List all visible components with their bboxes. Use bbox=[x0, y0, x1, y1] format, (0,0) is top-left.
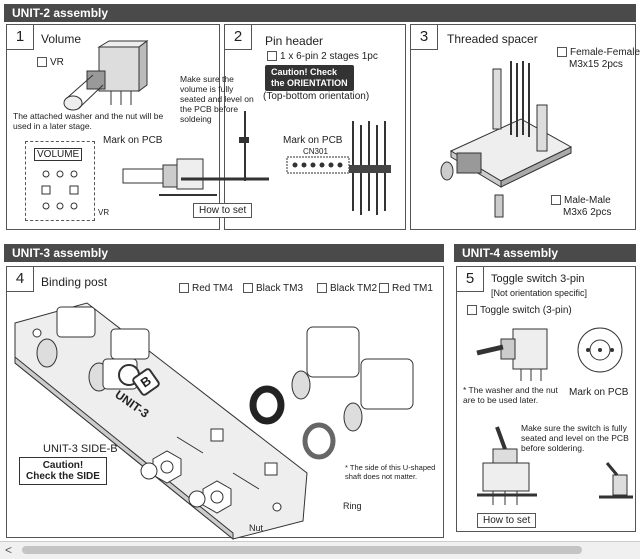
panel-binding-post: 4 Binding post Red TM4 Black TM3 Black T… bbox=[6, 266, 444, 541]
black-tm3-check[interactable]: Black TM3 bbox=[243, 283, 303, 294]
unit4-header: UNIT-4 assembly bbox=[454, 244, 636, 262]
panel-volume: 1 Volume VR The attached washer and the … bbox=[6, 24, 220, 230]
step-title: Pin header bbox=[265, 34, 324, 48]
step-title: Toggle switch 3-pin bbox=[491, 273, 585, 285]
scrollbar-thumb[interactable] bbox=[22, 546, 582, 554]
orientation-subtitle: [Not orientation specific] bbox=[491, 288, 588, 298]
orientation-note: (Top-bottom orientation) bbox=[263, 91, 370, 102]
step-title: Binding post bbox=[41, 275, 108, 289]
pad-pattern bbox=[41, 170, 79, 210]
binding-post-plate-illustration bbox=[14, 302, 414, 541]
orientation-caution: Caution! Check the ORIENTATION bbox=[265, 65, 354, 91]
side-b-label: UNIT-3 SIDE-B bbox=[43, 443, 118, 455]
checkbox-icon[interactable] bbox=[551, 195, 561, 206]
volume-pot-illustration bbox=[63, 40, 149, 111]
step-number: 4 bbox=[6, 266, 34, 292]
step-title: Threaded spacer bbox=[447, 32, 538, 46]
side-caution-badge: Caution! Check the SIDE bbox=[19, 457, 107, 485]
step-number: 1 bbox=[6, 24, 34, 50]
panel-threaded-spacer: 3 Threaded spacer Female-Female M3x15 2p… bbox=[410, 24, 640, 230]
horizontal-scrollbar[interactable]: < bbox=[0, 541, 640, 559]
toggle-check[interactable]: Toggle switch (3-pin) bbox=[467, 305, 572, 316]
pin-header-check[interactable]: 1 x 6-pin 2 stages 1pc bbox=[267, 51, 378, 62]
toggle-switch-illustration bbox=[476, 328, 548, 381]
spacer-assembly-illustration bbox=[440, 61, 573, 218]
pcb-mark-box: VOLUME VR bbox=[25, 141, 109, 221]
checkbox-icon[interactable] bbox=[267, 51, 277, 62]
pin-header-illustration bbox=[349, 121, 391, 215]
ff-spacer-spec: M3x15 2pcs bbox=[569, 59, 623, 70]
mark-on-pcb-label: Mark on PCB bbox=[283, 135, 343, 146]
step-title: Volume bbox=[41, 32, 82, 46]
seat-volume-note: Make sure the volume is fully seated and… bbox=[180, 74, 254, 124]
pin-footprint bbox=[286, 156, 350, 174]
cn301-label: CN301 bbox=[303, 147, 328, 156]
pcb-mark-circle bbox=[577, 327, 623, 373]
vr-check[interactable]: VR bbox=[37, 57, 64, 68]
scroll-left-arrow-icon[interactable]: < bbox=[5, 543, 13, 557]
mark-on-pcb-label: Mark on PCB bbox=[103, 135, 163, 146]
mm-spacer-spec: M3x6 2pcs bbox=[563, 207, 612, 218]
how-to-set-label: How to set bbox=[477, 513, 537, 528]
unit2-header: UNIT-2 assembly bbox=[4, 4, 636, 22]
checkbox-icon[interactable] bbox=[317, 283, 327, 294]
red-tm1-check[interactable]: Red TM1 bbox=[379, 283, 433, 294]
seat-switch-note: Make sure the switch is fully seated and… bbox=[521, 423, 629, 453]
checkbox-icon[interactable] bbox=[243, 283, 253, 294]
step-number: 5 bbox=[456, 266, 484, 292]
nut-label: Nut bbox=[249, 523, 264, 533]
panel-toggle-switch: 5 Toggle switch 3-pin [Not orientation s… bbox=[456, 266, 636, 532]
panel-pin-header: 2 Pin header 1 x 6-pin 2 stages 1pc Caut… bbox=[181, 24, 406, 230]
unit3-header: UNIT-3 assembly bbox=[4, 244, 444, 262]
step-number: 2 bbox=[224, 24, 252, 50]
step-number: 3 bbox=[410, 24, 438, 50]
checkbox-icon[interactable] bbox=[179, 283, 189, 294]
volume-silk-label: VOLUME bbox=[34, 148, 83, 161]
black-tm2-check[interactable]: Black TM2 bbox=[317, 283, 377, 294]
shaft-note: * The side of this U-shaped shaft does n… bbox=[345, 463, 436, 481]
mm-spacer-check[interactable]: Male-Male bbox=[551, 195, 611, 206]
toggle-side-view bbox=[477, 426, 633, 505]
how-to-set-label: How to set bbox=[193, 203, 253, 218]
pot-side-view bbox=[122, 158, 217, 196]
ring-label: Ring bbox=[343, 501, 362, 511]
washer-note: * The washer and the nut are to be used … bbox=[463, 385, 558, 405]
checkbox-icon[interactable] bbox=[557, 47, 567, 58]
vr-silk-label: VR bbox=[98, 208, 110, 217]
ff-spacer-check[interactable]: Female-Female bbox=[557, 47, 640, 58]
pcb-side-view bbox=[181, 111, 269, 181]
red-tm4-check[interactable]: Red TM4 bbox=[179, 283, 233, 294]
mark-on-pcb-label: Mark on PCB bbox=[569, 387, 629, 398]
washer-note: The attached washer and the nut will be … bbox=[13, 111, 164, 131]
checkbox-icon[interactable] bbox=[467, 305, 477, 316]
checkbox-icon[interactable] bbox=[37, 57, 47, 68]
checkbox-icon[interactable] bbox=[379, 283, 389, 294]
